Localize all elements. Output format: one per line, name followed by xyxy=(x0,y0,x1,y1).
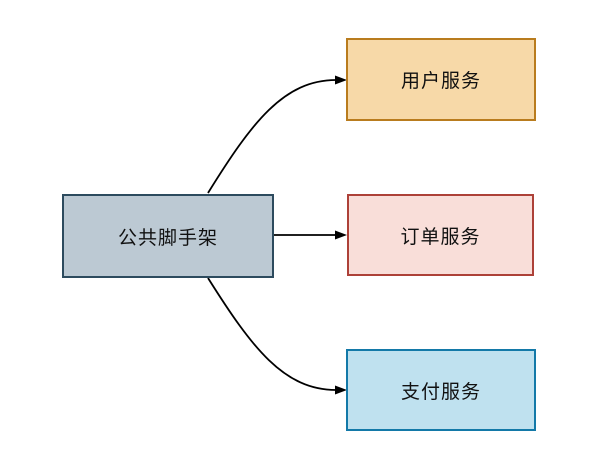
node-scaffold: 公共脚手架 xyxy=(62,194,274,278)
node-order-service-label: 订单服务 xyxy=(400,226,481,248)
edge-scaffold-to-payment-service xyxy=(207,277,347,395)
node-payment-service-label: 支付服务 xyxy=(400,381,481,403)
edge-scaffold-to-user-service xyxy=(207,75,347,194)
node-user-service-label: 用户服务 xyxy=(400,71,481,92)
node-order-service: 订单服务 xyxy=(347,194,534,276)
node-payment-service: 支付服务 xyxy=(346,349,536,431)
node-user-service: 用户服务 xyxy=(346,38,536,121)
node-scaffold-label: 公共脚手架 xyxy=(117,227,218,249)
